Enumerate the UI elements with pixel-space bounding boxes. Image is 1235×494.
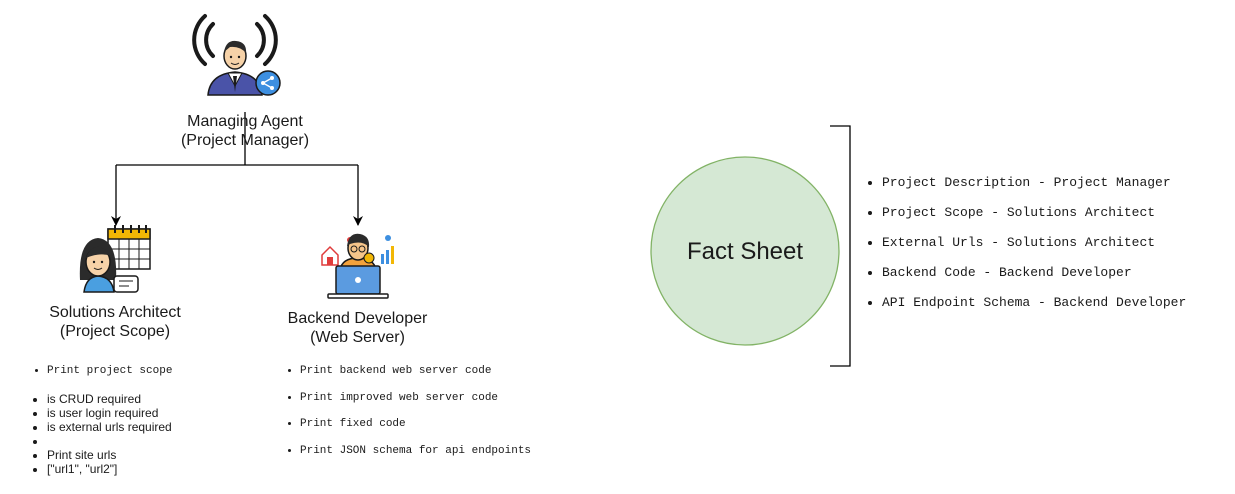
list-item: Print site urls [47,448,172,462]
fact-sheet-circle [650,156,840,346]
list-item: Print project scope [47,364,172,378]
list-item: Print JSON schema for api endpoints [300,444,531,471]
fact-sheet-title: Fact Sheet [687,238,803,265]
list-item: Print fixed code [300,417,531,444]
managing-agent-subtitle: (Project Manager) [180,132,310,149]
list-item: External Urls - Solutions Architect [882,235,1186,265]
backend-developer-label: Backend Developer (Web Server) [255,309,460,347]
list-item: Project Scope - Solutions Architect [882,205,1186,235]
list-item: Project Description - Project Manager [882,175,1186,205]
list-item: Print improved web server code [300,391,531,418]
laptop-developer-icon [321,233,394,299]
list-item: API Endpoint Schema - Backend Developer [882,295,1186,325]
backend-developer-subtitle: (Web Server) [310,329,405,346]
broadcasting-manager-icon [192,14,281,96]
solutions-architect-task-list: Print project scope is CRUD required is … [31,364,172,476]
list-item: ["url1", "url2"] [47,462,172,476]
managing-agent-title: Managing Agent [187,113,303,130]
fact-sheet-bracket [830,125,851,367]
managing-agent-label: Managing Agent (Project Manager) [145,112,345,150]
list-item [47,434,172,448]
backend-developer-task-list: Print backend web server code Print impr… [284,364,531,470]
solutions-architect-subtitle: (Project Scope) [59,323,171,340]
list-item: Print backend web server code [300,364,531,391]
backend-developer-title: Backend Developer [287,310,428,327]
calendar-planner-icon [79,225,151,293]
fact-sheet-list: Project Description - Project Manager Pr… [866,175,1186,325]
list-item: Backend Code - Backend Developer [882,265,1186,295]
list-item: is external urls required [47,420,172,434]
solutions-architect-label: Solutions Architect (Project Scope) [10,303,220,341]
list-item: is user login required [47,406,172,420]
hierarchy-connector [116,112,358,166]
solutions-architect-title: Solutions Architect [49,304,181,321]
list-item: is CRUD required [47,392,172,406]
